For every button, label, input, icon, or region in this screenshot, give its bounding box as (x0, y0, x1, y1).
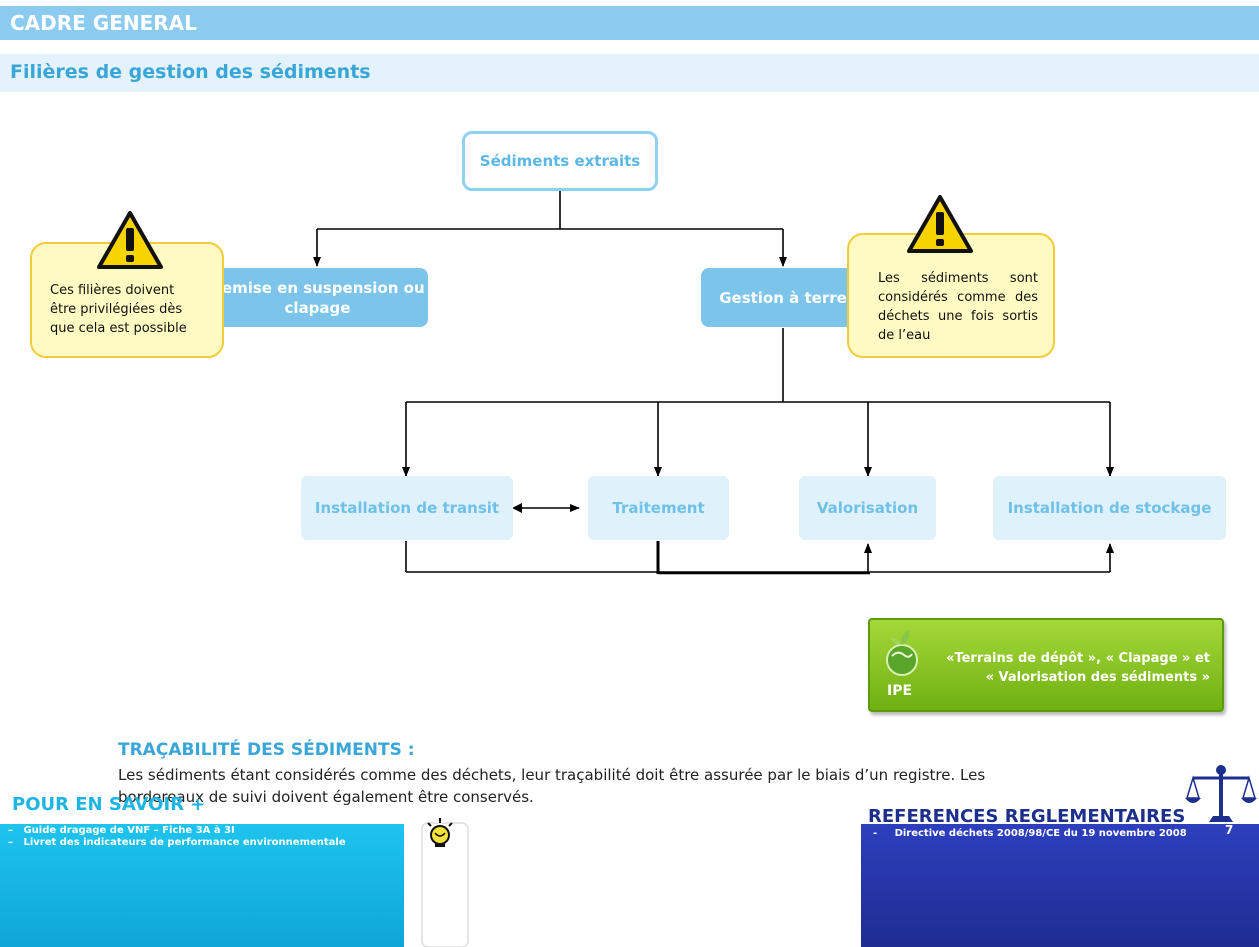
reference-item[interactable]: - Directive déchets 2008/98/CE du 19 nov… (873, 828, 1187, 839)
node-remise-en-suspension: Remise en suspension ou clapage (207, 268, 428, 327)
more-info-item-label: Guide dragage de VNF – Fiche 3A à 3I (23, 825, 235, 836)
traceability-title: TRAÇABILITÉ DES SÉDIMENTS : (118, 740, 415, 760)
note-privilegiees-text: Ces filières doivent être privilégiées d… (50, 283, 187, 336)
references-title: REFERENCES REGLEMENTAIRES (868, 806, 1186, 827)
scales-of-justice-icon (1185, 765, 1257, 822)
page-title: Filières de gestion des sédiments (10, 61, 371, 83)
node-traitement: Traitement (588, 476, 729, 540)
section-header: CADRE GENERAL (0, 6, 1259, 40)
traceability-text: Les sédiments étant considérés comme des… (118, 764, 1148, 808)
ipe-line-1: «Terrains de dépôt », « Clapage » et (946, 651, 1210, 666)
ipe-text: «Terrains de dépôt », « Clapage » et « V… (946, 649, 1210, 687)
node-valorisation: Valorisation (799, 476, 936, 540)
warning-triangle-icon (907, 195, 973, 253)
ipe-label: IPE (887, 683, 913, 699)
traceability-line-1: Les sédiments étant considérés comme des… (118, 766, 986, 784)
note-dechets: Les sédiments sont considérés comme des … (847, 233, 1055, 358)
note-privilegiees: Ces filières doivent être privilégiées d… (30, 242, 224, 358)
page-number: 7 (1225, 823, 1234, 837)
globe-leaf-icon (886, 630, 918, 676)
references-box: - Directive déchets 2008/98/CE du 19 nov… (861, 824, 1259, 947)
lightbulb-icon (421, 818, 469, 947)
node-sediments-extraits: Sédiments extraits (462, 131, 658, 191)
page-header: Filières de gestion des sédiments (0, 54, 1259, 92)
ipe-callout: IPE «Terrains de dépôt », « Clapage » et… (868, 618, 1224, 712)
more-info-item[interactable]: – Guide dragage de VNF – Fiche 3A à 3I (8, 825, 235, 836)
reference-item-label: Directive déchets 2008/98/CE du 19 novem… (894, 828, 1187, 839)
node-installation-stockage: Installation de stockage (993, 476, 1226, 540)
section-title: CADRE GENERAL (10, 11, 197, 35)
ipe-line-2: « Valorisation des sédiments » (985, 670, 1210, 685)
node-installation-transit: Installation de transit (301, 476, 513, 540)
more-info-title: POUR EN SAVOIR + (12, 794, 206, 815)
note-dechets-text: Les sédiments sont considérés comme des … (878, 271, 1038, 343)
more-info-box: – Guide dragage de VNF – Fiche 3A à 3I –… (0, 824, 404, 947)
node-gestion-a-terre: Gestion à terre (701, 268, 865, 327)
traceability-line-2: bordereaux de suivi doivent également êt… (118, 788, 534, 806)
more-info-item-label: Livret des indicateurs de performance en… (23, 837, 346, 848)
more-info-item[interactable]: – Livret des indicateurs de performance … (8, 837, 346, 848)
warning-triangle-icon (97, 211, 163, 269)
